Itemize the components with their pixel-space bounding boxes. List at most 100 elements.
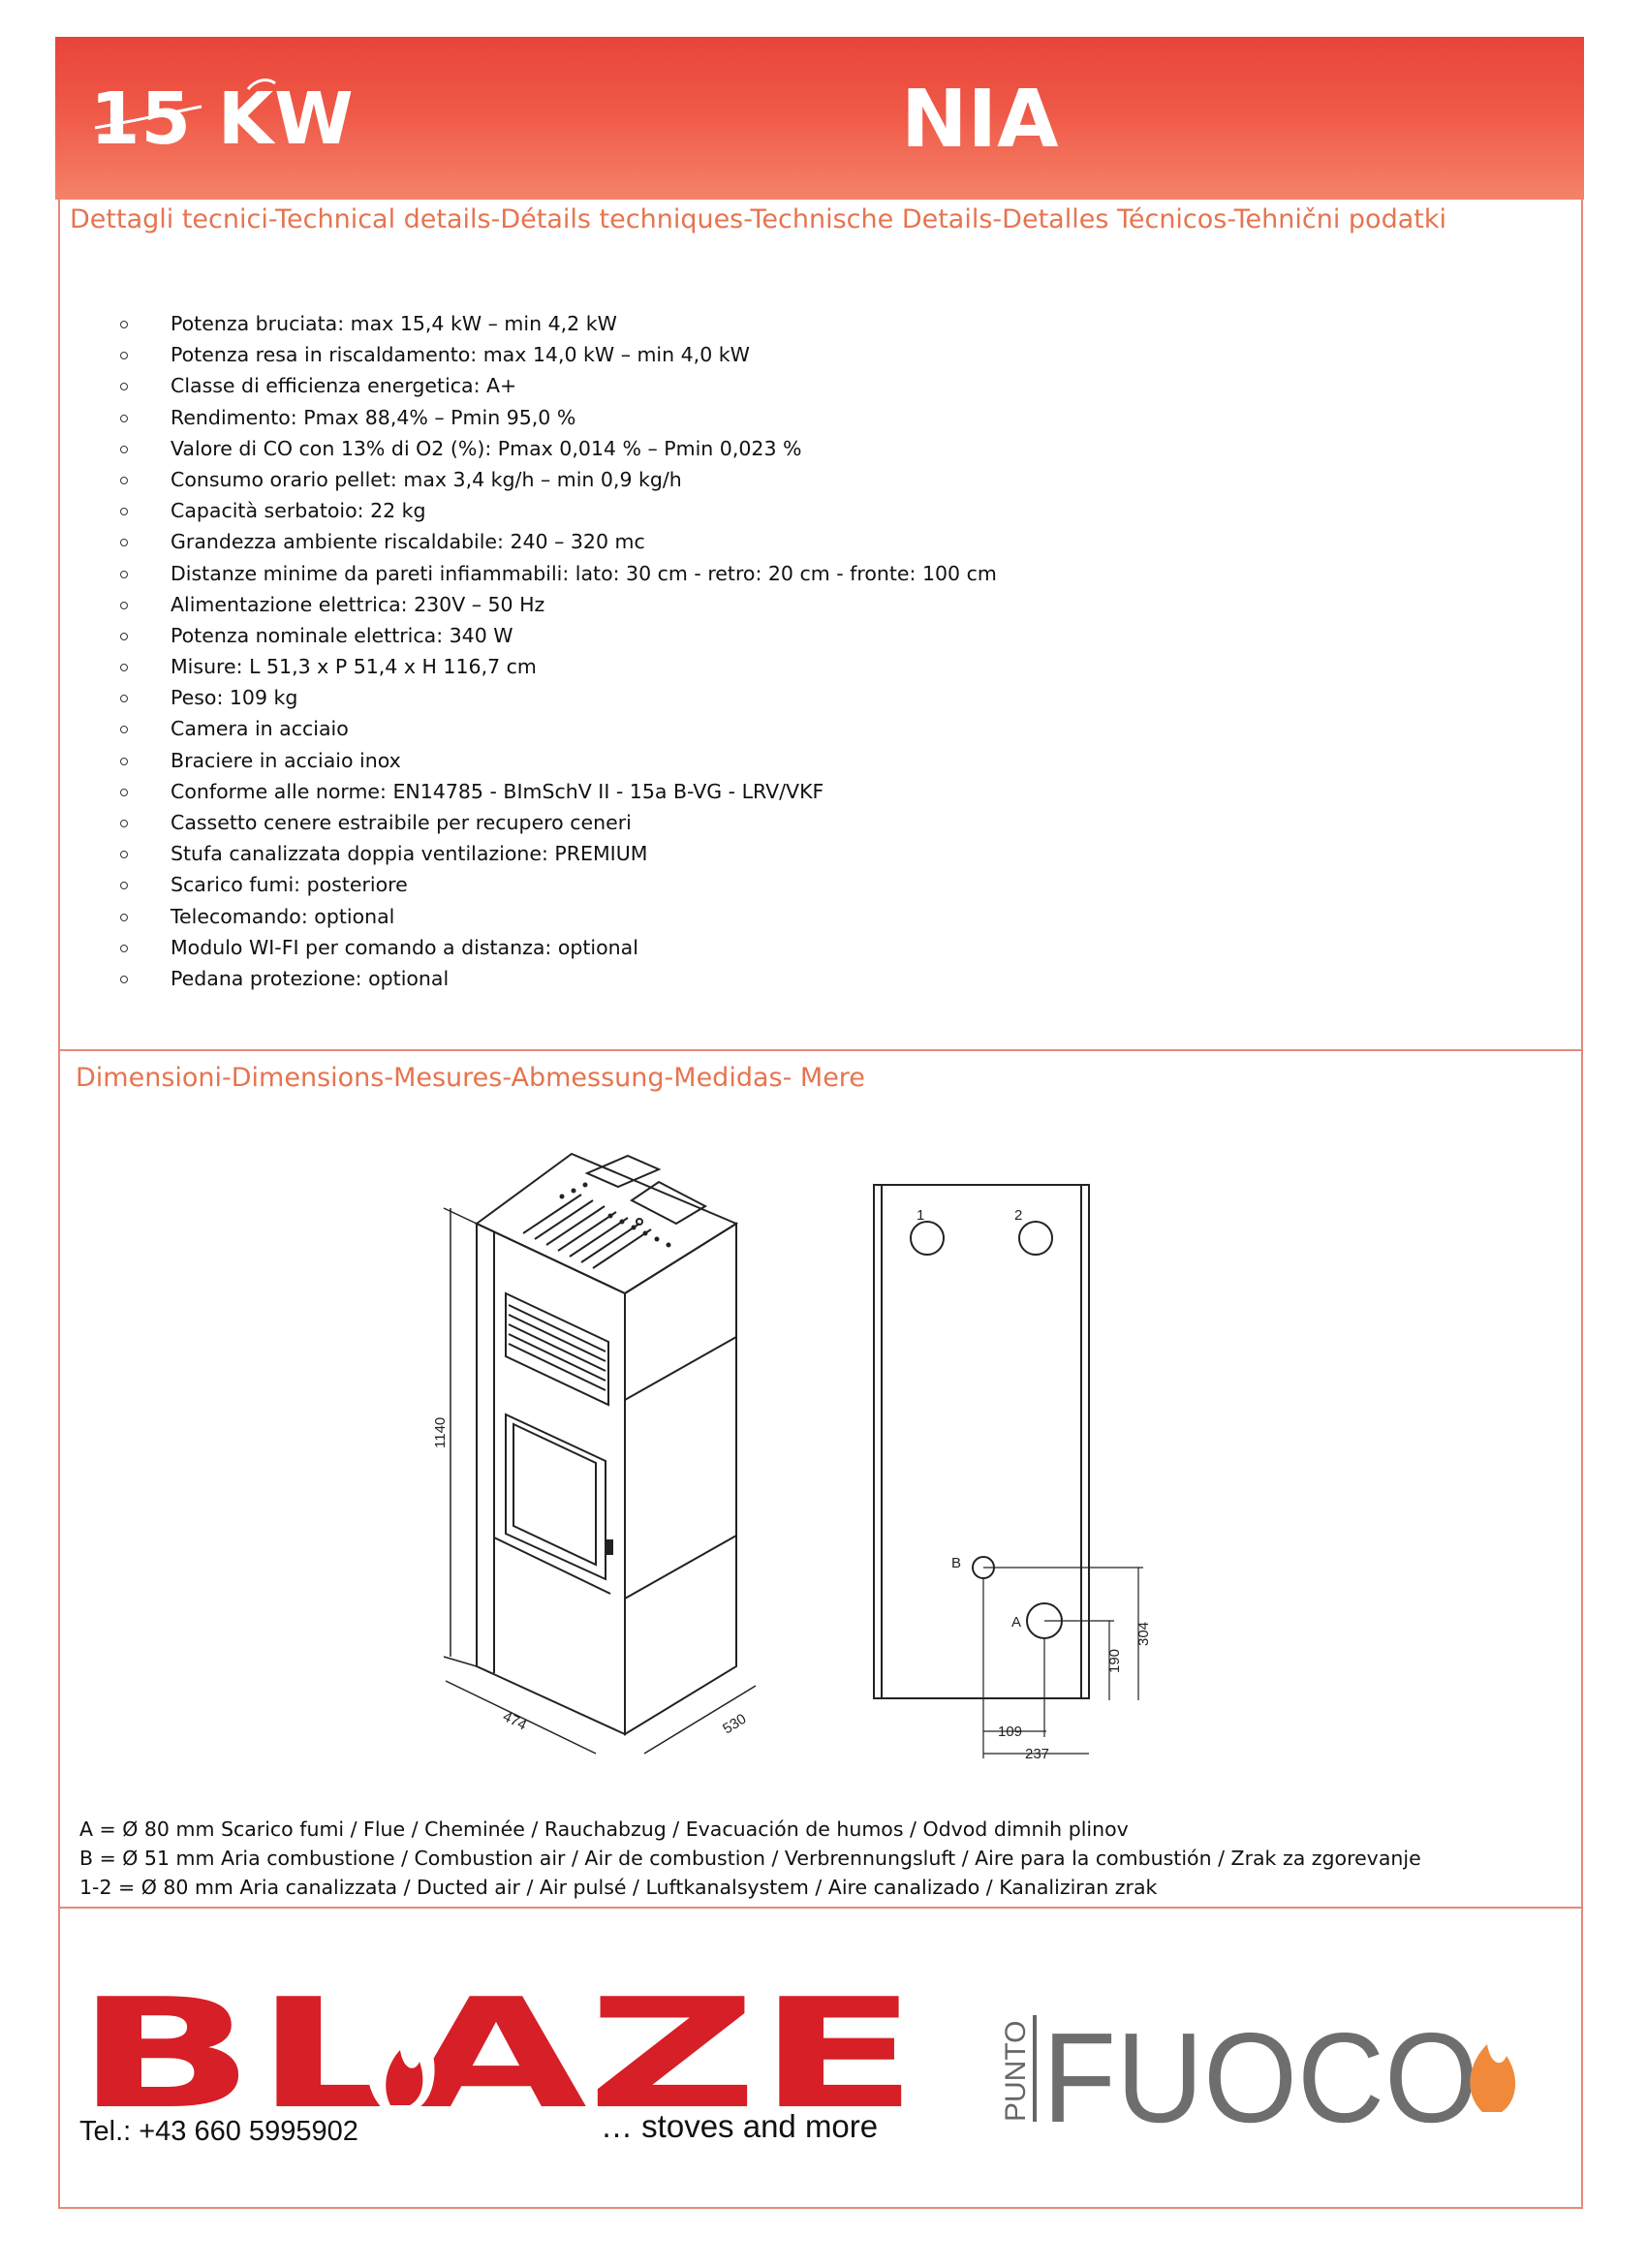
dimensions-title: Dimensioni-Dimensions-Mesures-Abmessung-… — [76, 1063, 865, 1093]
spec-item: Scarico fumi: posteriore — [116, 869, 997, 900]
bullet-icon — [120, 695, 128, 703]
spec-item: Rendimento: Pmax 88,4% – Pmin 95,0 % — [116, 402, 997, 433]
footer-divider — [60, 1907, 1581, 1909]
bullet-icon — [120, 851, 128, 859]
door-glass — [513, 1422, 597, 1567]
bullet-icon — [120, 757, 128, 765]
bullet-icon — [120, 913, 128, 921]
spec-text: Scarico fumi: posteriore — [171, 873, 408, 897]
panel-dots — [559, 1182, 671, 1248]
dim-109-label: 109 — [998, 1724, 1022, 1740]
spec-text: Alimentazione elettrica: 230V – 50 Hz — [171, 592, 545, 616]
spec-item: Grandezza ambiente riscaldabile: 240 – 3… — [116, 526, 997, 557]
bullet-icon — [120, 882, 128, 890]
bullet-icon — [120, 975, 128, 983]
bullet-icon — [120, 321, 128, 328]
outlet-1 — [910, 1221, 945, 1256]
spec-item: Capacità serbatoio: 22 kg — [116, 495, 997, 526]
bullet-icon — [120, 508, 128, 516]
bullet-icon — [120, 944, 128, 952]
bullet-icon — [120, 476, 128, 484]
outlet-2 — [1018, 1221, 1053, 1256]
spec-text: Potenza bruciata: max 15,4 kW – min 4,2 … — [171, 312, 617, 335]
spec-text: Braciere in acciaio inox — [171, 748, 401, 772]
spec-item: Modulo WI-FI per comando a distanza: opt… — [116, 932, 997, 963]
spec-text: Telecomando: optional — [171, 904, 395, 928]
spec-text: Consumo orario pellet: max 3,4 kg/h – mi… — [171, 467, 682, 491]
spec-text: Potenza nominale elettrica: 340 W — [171, 623, 513, 647]
front-grille — [505, 1291, 609, 1407]
stove-drawings: 1140 474 530 1 2 B A 190 304 109 237 — [432, 1152, 1152, 1762]
punto-label: PUNTO — [1000, 2021, 1032, 2122]
spec-item: Consumo orario pellet: max 3,4 kg/h – mi… — [116, 464, 997, 495]
fire-icon — [1470, 2044, 1516, 2112]
outlet-a-label: A — [1011, 1614, 1021, 1631]
model-name: NIA — [901, 74, 1059, 166]
width-dim-label: 474 — [500, 1708, 529, 1733]
spec-item: Peso: 109 kg — [116, 682, 997, 713]
spec-item: Potenza nominale elettrica: 340 W — [116, 620, 997, 651]
bullet-icon — [120, 445, 128, 453]
blaze-wordmark: BLAZE — [76, 1984, 918, 2120]
spec-list: Potenza bruciata: max 15,4 kW – min 4,2 … — [116, 308, 997, 994]
control-panel — [584, 1154, 662, 1189]
outlet-b-label: B — [951, 1555, 961, 1571]
spec-text: Misure: L 51,3 x P 51,4 x H 116,7 cm — [171, 655, 537, 679]
height-dim-label: 1140 — [432, 1417, 449, 1448]
spec-item: Distanze minime da pareti infiammabili: … — [116, 558, 997, 589]
spec-text: Camera in acciaio — [171, 717, 349, 741]
bullet-icon — [120, 539, 128, 547]
spec-item: Camera in acciaio — [116, 713, 997, 744]
spec-text: Valore di CO con 13% di O2 (%): Pmax 0,0… — [171, 436, 802, 460]
phone-number: Tel.: +43 660 5995902 — [79, 2116, 358, 2147]
spec-item: Cassetto cenere estraibile per recupero … — [116, 807, 997, 838]
section-divider — [60, 1049, 1581, 1051]
spec-text: Distanze minime da pareti infiammabili: … — [171, 561, 997, 585]
iso-dimension-lines — [443, 1207, 757, 1755]
bullet-icon — [120, 664, 128, 672]
spec-text: Stufa canalizzata doppia ventilazione: P… — [171, 842, 648, 866]
bullet-icon — [120, 352, 128, 360]
legend-line-b: B = Ø 51 mm Aria combustione / Combustio… — [79, 1847, 1421, 1870]
spec-text: Cassetto cenere estraibile per recupero … — [171, 811, 632, 834]
spec-text: Classe di efficienza energetica: A+ — [171, 374, 517, 398]
legend-line-a: A = Ø 80 mm Scarico fumi / Flue / Chemin… — [79, 1818, 1129, 1841]
spec-item: Braciere in acciaio inox — [116, 745, 997, 776]
spec-text: Grandezza ambiente riscaldabile: 240 – 3… — [171, 530, 645, 554]
spec-item: Stufa canalizzata doppia ventilazione: P… — [116, 838, 997, 869]
bullet-icon — [120, 570, 128, 578]
outlet-1-label: 1 — [917, 1207, 924, 1224]
spec-item: Telecomando: optional — [116, 901, 997, 932]
dim-190-label: 190 — [1106, 1649, 1123, 1673]
technical-details-title: Dettagli tecnici-Technical details-Détai… — [70, 204, 1446, 234]
dim-304-label: 304 — [1135, 1622, 1152, 1646]
bullet-icon — [120, 788, 128, 796]
spec-text: Peso: 109 kg — [171, 686, 298, 710]
legend-line-12: 1-2 = Ø 80 mm Aria canalizzata / Ducted … — [79, 1876, 1158, 1899]
bullet-icon — [120, 601, 128, 609]
spec-text: Modulo WI-FI per comando a distanza: opt… — [171, 935, 638, 959]
bullet-icon — [120, 414, 128, 422]
rear-panel — [873, 1184, 1090, 1699]
bullet-icon — [120, 726, 128, 734]
outlet-2-label: 2 — [1014, 1207, 1022, 1224]
dim-237-label: 237 — [1025, 1746, 1049, 1762]
header-banner — [55, 37, 1584, 200]
fuoco-wordmark: FUOCO — [1042, 2006, 1478, 2141]
spec-item: Potenza bruciata: max 15,4 kW – min 4,2 … — [116, 308, 997, 339]
depth-dim-label: 530 — [720, 1711, 749, 1738]
spec-item: Misure: L 51,3 x P 51,4 x H 116,7 cm — [116, 651, 997, 682]
spec-text: Capacità serbatoio: 22 kg — [171, 499, 426, 523]
stove-isometric — [475, 1152, 739, 1736]
bullet-icon — [120, 632, 128, 640]
bullet-icon — [120, 820, 128, 827]
spec-text: Pedana protezione: optional — [171, 966, 450, 990]
handwritten-correction — [94, 78, 276, 130]
spec-text: Rendimento: Pmax 88,4% – Pmin 95,0 % — [171, 405, 576, 429]
stove-front — [476, 1222, 626, 1736]
stove-top — [475, 1152, 739, 1295]
brand-slogan: … stoves and more — [601, 2108, 879, 2144]
bullet-icon — [120, 383, 128, 391]
spec-item: Potenza resa in riscaldamento: max 14,0 … — [116, 339, 997, 370]
spec-item: Valore di CO con 13% di O2 (%): Pmax 0,0… — [116, 433, 997, 464]
